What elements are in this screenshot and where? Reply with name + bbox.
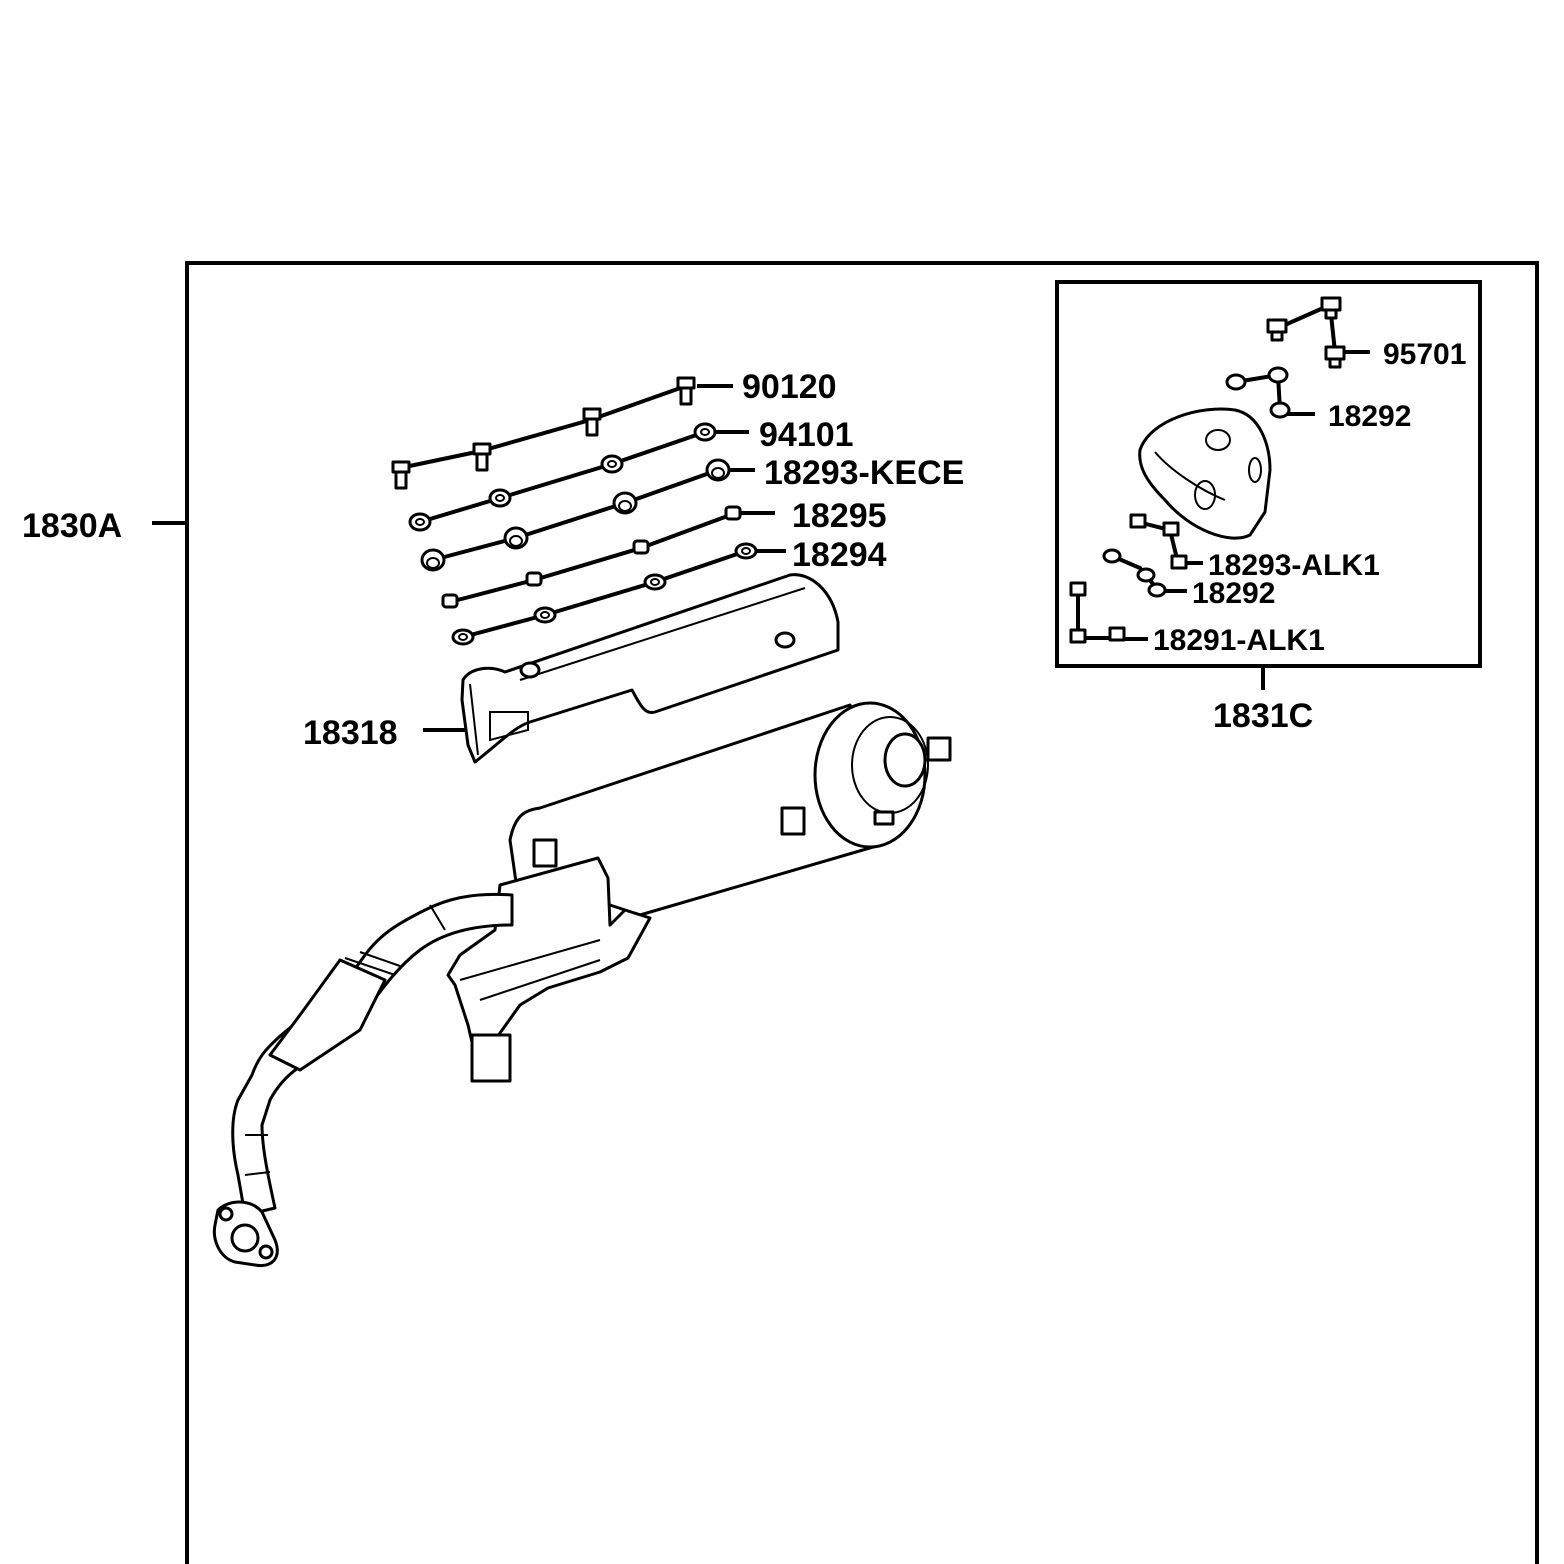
end-cap-icon (851, 716, 952, 826)
collar-icon (1069, 581, 1087, 597)
label-1831C: 1831C (1213, 697, 1313, 735)
label-94101: 94101 (759, 416, 854, 454)
label-18318: 18318 (303, 714, 398, 752)
grommet-icon (1129, 513, 1147, 529)
grommet-group-18293-ALK1 (1129, 513, 1188, 570)
callout-18292-upper: 18292 (1286, 400, 1411, 433)
label-1830A: 1830A (22, 507, 122, 545)
bolt-group-95701 (1266, 296, 1346, 369)
bolt-icon (676, 376, 696, 406)
label-18292-lower: 18292 (1192, 577, 1275, 610)
label-18293-KECE: 18293-KECE (764, 454, 964, 492)
grommet-icon (420, 548, 446, 572)
washer-row-94101 (408, 422, 717, 532)
bolt-icon (1320, 296, 1342, 320)
callout-95701: 95701 (1340, 338, 1466, 371)
washer-icon (451, 628, 475, 646)
bolt-icon (472, 442, 492, 472)
grommet-icon (503, 526, 529, 550)
gasket-icon (212, 1200, 279, 1268)
callout-18293-KECE: 18293-KECE (724, 454, 964, 492)
washer-icon (488, 488, 512, 508)
collar-icon (441, 593, 459, 609)
washer-icon (1136, 567, 1156, 583)
washer-icon (1269, 401, 1291, 419)
washer-icon (600, 454, 624, 474)
label-18295: 18295 (792, 497, 887, 535)
washer-group-18292-lower (1102, 548, 1167, 598)
collar-icon (525, 571, 543, 587)
washer-icon (533, 606, 557, 624)
grommet-row-18293-KECE (420, 458, 731, 572)
washer-icon (643, 573, 667, 591)
callout-18294: 18294 (754, 536, 887, 574)
callout-18293-ALK1: 18293-ALK1 (1181, 549, 1380, 582)
label-18294: 18294 (792, 536, 887, 574)
label-90120: 90120 (742, 368, 837, 406)
callout-18291-ALK1: 18291-ALK1 (1120, 624, 1325, 657)
muffler-icon (212, 701, 952, 1268)
grommet-icon (1170, 554, 1188, 570)
washer-icon (1225, 373, 1247, 391)
washer-icon (1102, 548, 1122, 564)
callout-18295: 18295 (738, 497, 887, 535)
heat-shield-icon (460, 573, 840, 764)
collar-icon (724, 505, 742, 521)
callout-94101: 94101 (712, 416, 854, 454)
callout-1830A: 1830A (22, 507, 187, 545)
callout-18318: 18318 (303, 714, 465, 752)
bolt-icon (1266, 318, 1288, 342)
end-cap-icon (1138, 407, 1272, 540)
washer-row-18294 (451, 542, 758, 646)
label-18291-ALK1: 18291-ALK1 (1153, 624, 1325, 657)
label-18292-upper: 18292 (1328, 400, 1411, 433)
sub-assembly-frame (1055, 280, 1482, 668)
assembly-frame (185, 261, 1539, 1564)
washer-icon (693, 422, 717, 442)
collar-icon (1069, 628, 1087, 644)
collar-icon (1108, 626, 1126, 642)
grommet-icon (612, 491, 638, 515)
washer-icon (1147, 582, 1167, 598)
label-95701: 95701 (1383, 338, 1466, 371)
label-18293-ALK1: 18293-ALK1 (1208, 549, 1380, 582)
callout-18292-lower: 18292 (1160, 577, 1275, 610)
bolt-icon (1324, 345, 1346, 369)
callout-1831C: 1831C (1213, 666, 1313, 735)
collar-row-18295 (441, 505, 742, 609)
bolt-row-90120 (391, 376, 696, 490)
washer-group-18292-upper (1225, 366, 1291, 419)
collar-group-18291-ALK1 (1069, 581, 1126, 644)
washer-icon (734, 542, 758, 560)
bolt-icon (391, 460, 411, 490)
washer-icon (408, 512, 432, 532)
bolt-icon (582, 407, 602, 437)
callout-90120: 90120 (697, 368, 837, 406)
collar-icon (632, 539, 650, 555)
grommet-icon (1162, 521, 1180, 537)
grommet-icon (705, 458, 731, 482)
washer-icon (1267, 366, 1289, 384)
